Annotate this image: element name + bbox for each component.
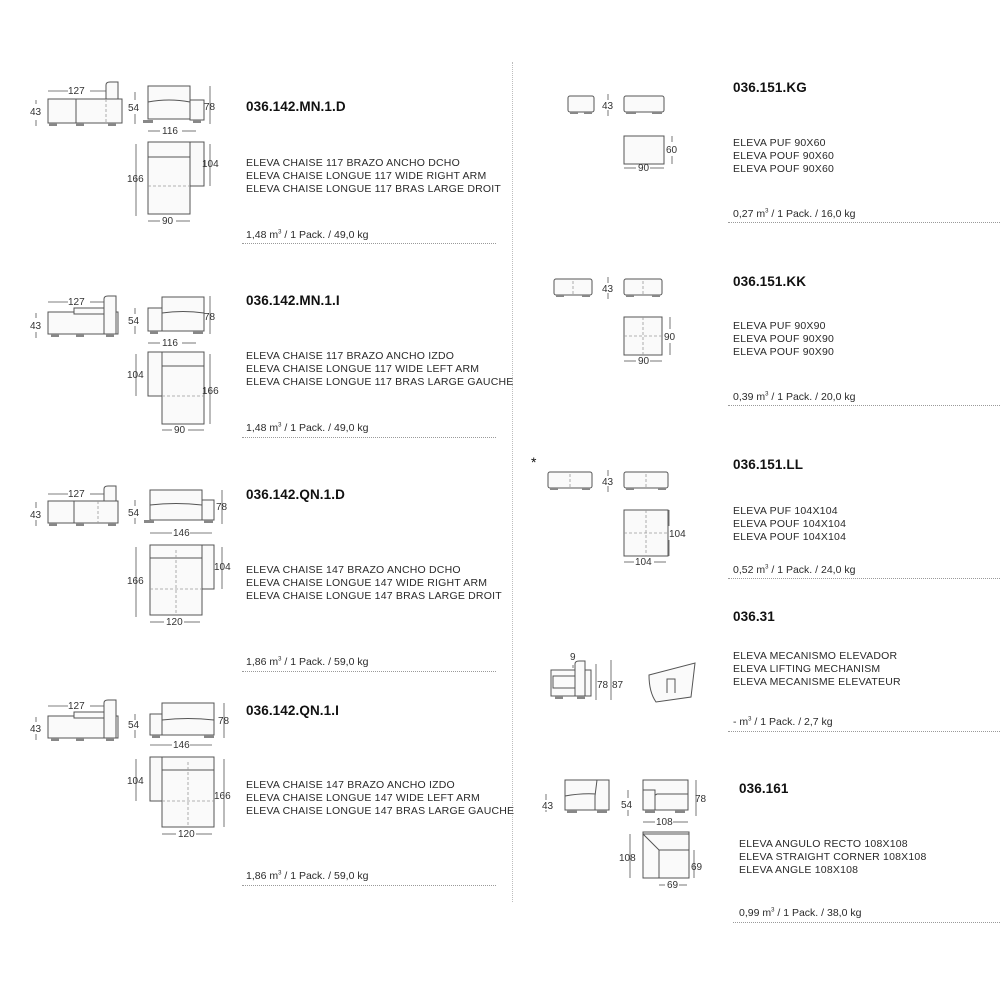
svg-text:146: 146 [173,740,190,751]
row-separator [242,437,496,438]
svg-text:43: 43 [30,321,42,332]
svg-text:127: 127 [68,701,85,712]
row-separator [728,222,1000,223]
packaging-info: 0,39 m3 / 1 Pack. / 20,0 kg [733,391,856,403]
svg-text:9: 9 [570,652,576,663]
pouf-90x90-drawing: 43 90 90 [553,277,676,367]
pouf-90x60-drawing: 43 60 90 [567,94,678,174]
svg-text:116: 116 [162,338,178,349]
svg-text:166: 166 [127,174,144,185]
product-description: ELEVA PUF 90X90 ELEVA POUF 90X90 ELEVA P… [733,320,835,358]
svg-text:78: 78 [204,312,216,323]
svg-text:104: 104 [127,776,144,787]
row-separator [733,922,1000,923]
packaging-info: 1,48 m3 / 1 Pack. / 49,0 kg [246,422,369,434]
svg-text:104: 104 [127,370,144,381]
svg-text:108: 108 [656,817,673,828]
row-separator [242,885,496,886]
svg-text:166: 166 [202,386,219,397]
product-code: 036.151.KK [733,274,807,289]
packaging-info: - m3 / 1 Pack. / 2,7 kg [733,716,833,728]
svg-text:43: 43 [30,107,42,118]
row-separator [728,405,1000,406]
product-description: ELEVA CHAISE 147 BRAZO ANCHO DCHO ELEVA … [246,564,502,602]
svg-text:108: 108 [619,853,636,864]
product-description: ELEVA CHAISE 117 BRAZO ANCHO IZDO ELEVA … [246,350,514,388]
svg-text:43: 43 [542,801,554,812]
product-description: ELEVA ANGULO RECTO 108X108 ELEVA STRAIGH… [739,838,927,876]
svg-text:78: 78 [695,794,707,805]
product-description: ELEVA CHAISE 117 BRAZO ANCHO DCHO ELEVA … [246,157,502,195]
svg-text:78: 78 [204,102,216,113]
svg-text:54: 54 [128,316,140,327]
svg-text:104: 104 [214,562,231,573]
lifting-mechanism-drawing: 9 78 87 [550,652,696,703]
packaging-info: 1,48 m3 / 1 Pack. / 49,0 kg [246,229,369,241]
product-description: ELEVA PUF 104X104 ELEVA POUF 104X104 ELE… [733,505,847,543]
svg-text:104: 104 [635,557,652,568]
product-code: 036.142.MN.1.D [246,99,346,114]
svg-text:69: 69 [667,880,679,891]
svg-text:43: 43 [602,101,614,112]
svg-text:127: 127 [68,86,85,97]
svg-text:54: 54 [128,103,140,114]
svg-text:60: 60 [666,145,678,156]
product-description: ELEVA PUF 90X60 ELEVA POUF 90X60 ELEVA P… [733,137,835,175]
svg-text:90: 90 [638,163,650,174]
svg-text:78: 78 [597,680,609,691]
svg-text:78: 78 [216,502,228,513]
svg-text:90: 90 [638,356,650,367]
svg-text:43: 43 [602,477,614,488]
svg-text:120: 120 [166,617,183,628]
svg-text:54: 54 [621,800,633,811]
chaise-147-left-drawing: 127 43 54 78 146 104 166 120 [30,699,231,840]
product-description: ELEVA CHAISE 147 BRAZO ANCHO IZDO ELEVA … [246,779,515,817]
svg-text:127: 127 [68,297,85,308]
svg-text:54: 54 [128,720,140,731]
product-code: 036.142.QN.1.D [246,487,345,502]
row-separator [242,671,496,672]
row-separator [728,578,1000,579]
svg-text:43: 43 [602,284,614,295]
product-description: ELEVA MECANISMO ELEVADOR ELEVA LIFTING M… [733,650,901,688]
straight-corner-drawing: 43 54 78 108 108 69 69 [542,779,707,891]
svg-text:146: 146 [173,528,190,539]
product-code: 036.151.LL [733,457,804,472]
svg-text:104: 104 [202,159,219,170]
svg-text:69: 69 [691,862,703,873]
svg-text:90: 90 [162,216,174,227]
svg-text:43: 43 [30,724,42,735]
product-code: 036.142.QN.1.I [246,703,339,718]
product-code: 036.161 [739,781,789,796]
svg-text:127: 127 [68,489,85,500]
chaise-147-right-drawing: 127 43 54 78 146 166 104 120 [30,485,231,628]
packaging-info: 0,99 m3 / 1 Pack. / 38,0 kg [739,907,862,919]
row-separator [728,731,1000,732]
svg-text:87: 87 [612,680,624,691]
packaging-info: 0,52 m3 / 1 Pack. / 24,0 kg [733,564,856,576]
product-code: 036.31 [733,609,775,624]
svg-text:78: 78 [218,716,230,727]
product-code: 036.151.KG [733,80,807,95]
svg-text:166: 166 [127,576,144,587]
svg-text:90: 90 [664,332,676,343]
packaging-info: 0,27 m3 / 1 Pack. / 16,0 kg [733,208,856,220]
packaging-info: 1,86 m3 / 1 Pack. / 59,0 kg [246,870,369,882]
svg-text:166: 166 [214,791,231,802]
row-separator [242,243,496,244]
product-code: 036.142.MN.1.I [246,293,340,308]
new-item-marker: * [531,454,537,470]
svg-text:120: 120 [178,829,195,840]
chaise-left-drawing: 127 43 54 78 116 104 166 90 [30,295,219,436]
column-divider [512,62,513,902]
svg-text:90: 90 [174,425,186,436]
chaise-right-drawing: 127 43 54 78 116 166 104 90 [30,81,219,227]
svg-text:116: 116 [162,126,178,137]
packaging-info: 1,86 m3 / 1 Pack. / 59,0 kg [246,656,369,668]
pouf-104x104-drawing: 43 104 104 [547,470,686,568]
svg-text:54: 54 [128,508,140,519]
svg-text:104: 104 [669,529,686,540]
svg-text:43: 43 [30,510,42,521]
